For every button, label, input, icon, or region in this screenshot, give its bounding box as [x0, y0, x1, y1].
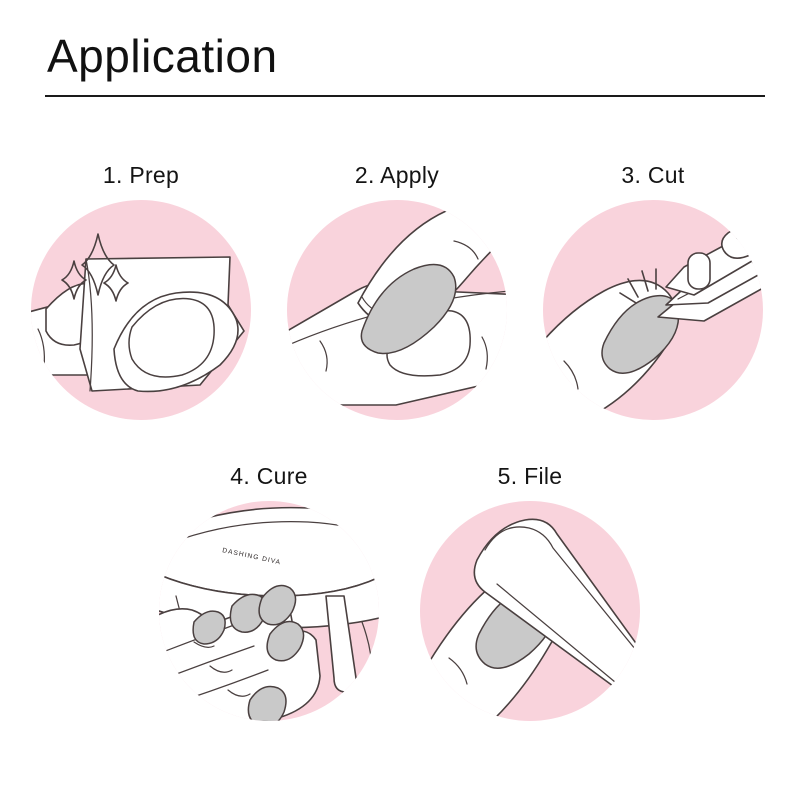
natural-nail: [128, 297, 215, 378]
title-divider: [45, 95, 765, 97]
gel-strip-icon: [258, 584, 297, 626]
knuckle-crease: [563, 360, 579, 390]
knuckle-crease: [448, 657, 468, 685]
step-label-apply: 2. Apply: [354, 162, 440, 188]
knuckle-crease: [209, 665, 233, 673]
sparkle-icon: [103, 264, 129, 302]
knuckle-crease: [227, 689, 251, 697]
gel-strip-icon: [266, 620, 305, 662]
sparkle-icon: [61, 260, 87, 300]
file-edge-line-2: [496, 583, 628, 693]
file-edge-line: [484, 526, 640, 677]
step-illustration-apply: [286, 199, 508, 421]
finger-separator: [159, 621, 243, 661]
impact-lines-icon: [619, 292, 637, 304]
step-illustration-cut: [542, 199, 764, 421]
hand-crease-2: [481, 336, 488, 370]
impact-lines-icon: [627, 278, 639, 298]
finger-knuckle: [453, 240, 479, 260]
sparkle-icon: [81, 233, 115, 296]
step-label-file: 5. File: [497, 463, 563, 489]
step-illustration-prep: [30, 199, 252, 421]
knuckle-crease: [193, 641, 215, 648]
gel-strip-icon: [192, 610, 226, 645]
hand-crease: [319, 340, 328, 372]
nail-file-icon: [473, 518, 640, 697]
impact-lines-icon: [641, 270, 649, 292]
step-illustration-file: [419, 500, 641, 722]
step-label-cure: 4. Cure: [230, 463, 308, 489]
page-title: Application: [47, 30, 278, 82]
step-label-cut: 3. Cut: [621, 162, 685, 188]
step-label-prep: 1. Prep: [102, 162, 180, 188]
gel-strip-icon: [360, 263, 457, 355]
step-illustration-cure: DASHING DIVA: [158, 500, 380, 722]
clipper-pivot-post: [687, 252, 711, 290]
gel-strip-icon: [247, 685, 287, 721]
